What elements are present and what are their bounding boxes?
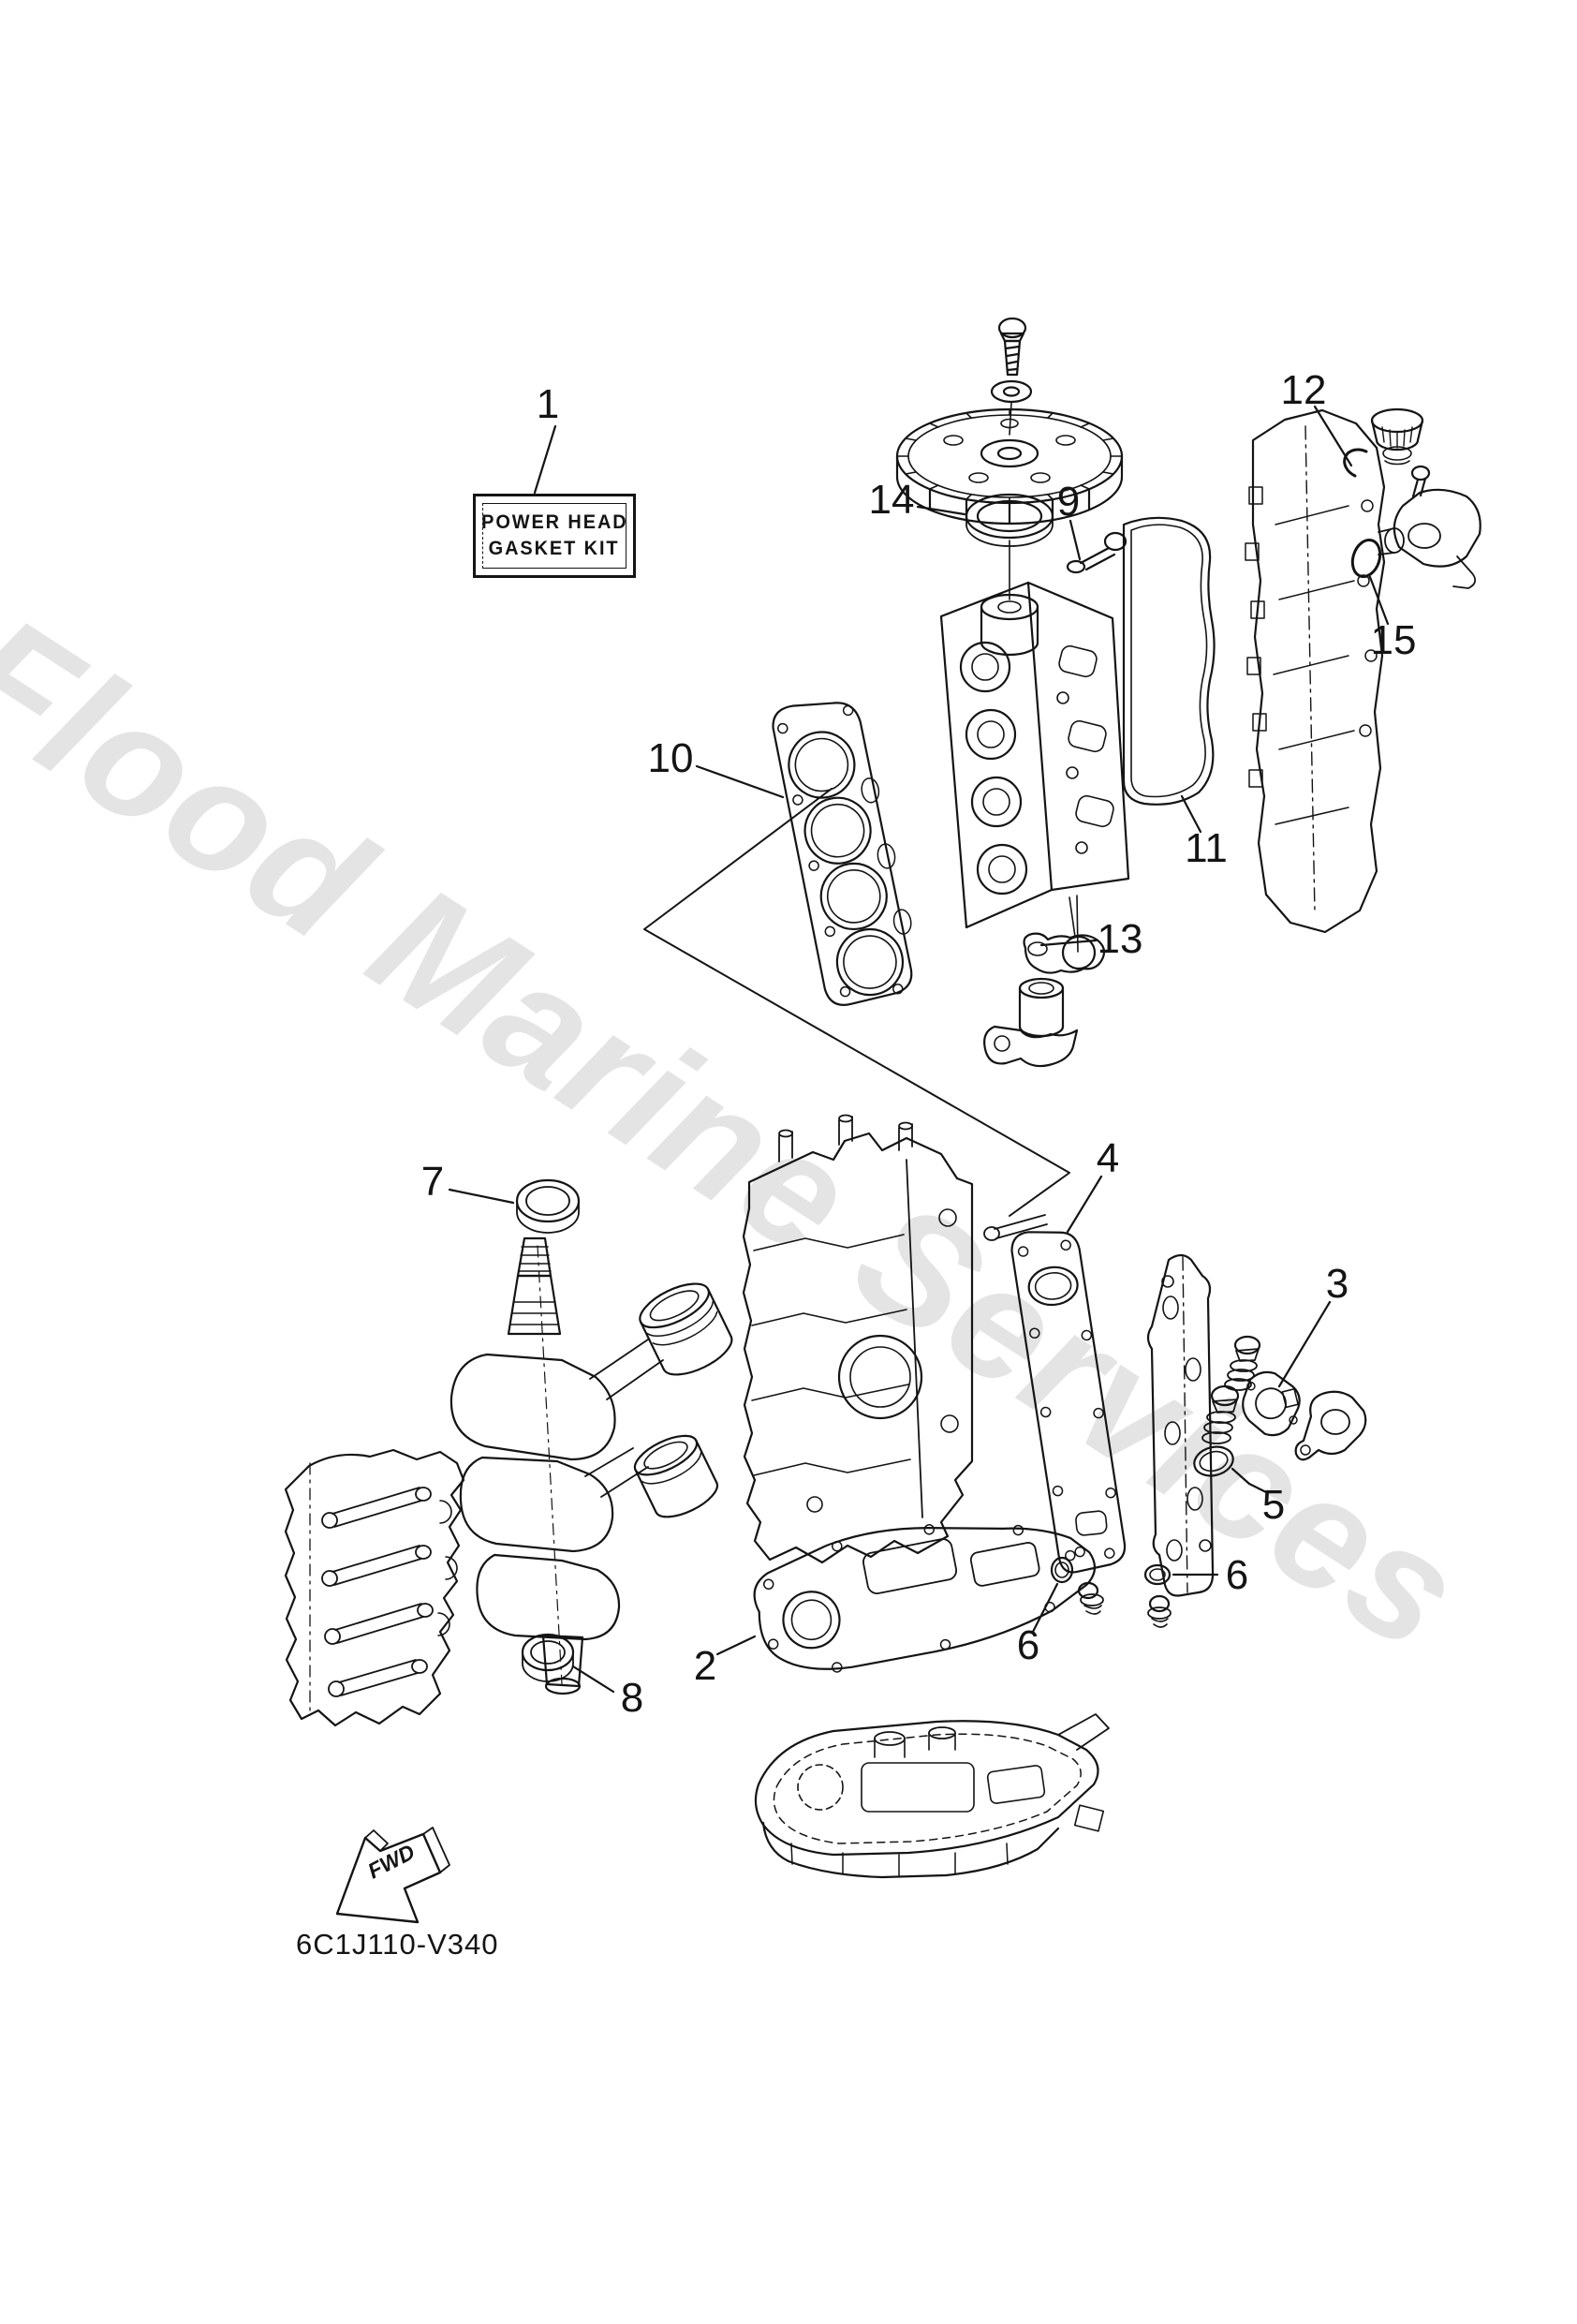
callout-10: 10 xyxy=(647,735,694,781)
piston-upper xyxy=(639,1282,733,1376)
bolt-9 xyxy=(1066,531,1127,574)
valve-cover-gasket-11 xyxy=(1122,516,1216,806)
head-gasket-10 xyxy=(772,702,913,1006)
assembly-axis-chevron xyxy=(643,788,1070,1217)
cylinder-head-cover xyxy=(1245,408,1386,934)
exhaust-cover-gasket-4 xyxy=(1010,1231,1127,1574)
callout-4: 4 xyxy=(1096,1135,1120,1181)
oring-15 xyxy=(1350,538,1382,579)
callout-9: 9 xyxy=(1056,479,1081,525)
crankcase-half xyxy=(284,1448,465,1727)
callout-12: 12 xyxy=(1280,367,1327,413)
callout-5: 5 xyxy=(1261,1482,1286,1528)
anode-gasket-3 xyxy=(1242,1370,1301,1437)
cylinder-head xyxy=(939,581,1130,938)
sprocket-washer xyxy=(990,379,1033,436)
oil-seal-7 xyxy=(515,1178,581,1234)
oil-pan xyxy=(754,1713,1110,1879)
oil-filler-cap-12 xyxy=(1370,407,1424,466)
drawing-code: 6C1J110-V340 xyxy=(296,1928,499,1961)
callout-8: 8 xyxy=(620,1675,644,1721)
callout-1: 1 xyxy=(536,381,560,427)
callout-2: 2 xyxy=(693,1643,717,1689)
callout-11: 11 xyxy=(1185,825,1228,871)
callout-7: 7 xyxy=(420,1159,445,1205)
piston-lower xyxy=(633,1434,718,1518)
kit-label-line1: POWER HEAD xyxy=(480,511,628,533)
cylinder-block xyxy=(742,1114,1048,1564)
oil-pan-gasket-2 xyxy=(753,1524,1096,1673)
cap-snap-ring xyxy=(1343,448,1368,478)
camshaft-sprocket xyxy=(895,407,1124,525)
oring-6-left xyxy=(1050,1556,1074,1584)
callout-13: 13 xyxy=(1097,916,1143,962)
callout-14: 14 xyxy=(868,477,915,523)
oil-seal-8 xyxy=(521,1633,575,1682)
callout-15: 15 xyxy=(1370,617,1417,663)
callout-leader-lines xyxy=(448,405,1390,1694)
drain-plug-upper xyxy=(1224,1335,1261,1391)
oring-5 xyxy=(1193,1445,1234,1477)
oil-pump-gasket-13 xyxy=(1023,895,1106,974)
callout-6-right: 6 xyxy=(1225,1552,1249,1598)
callout-6-left: 6 xyxy=(1016,1622,1040,1668)
fwd-arrow-icon: FWD xyxy=(335,1827,450,1924)
kit-label-box: POWER HEAD GASKET KIT xyxy=(473,494,636,578)
camshaft-bolt xyxy=(997,317,1027,377)
thermostat-housing xyxy=(1378,465,1481,589)
oil-pump-body xyxy=(983,977,1079,1068)
callout-3: 3 xyxy=(1325,1261,1349,1307)
exhaust-inner-plate xyxy=(1146,1253,1215,1597)
bolt-6-right xyxy=(1147,1594,1172,1628)
anode-bracket xyxy=(1294,1390,1367,1461)
oring-14 xyxy=(965,493,1054,600)
drain-plug-lower xyxy=(1201,1384,1240,1444)
kit-label-line2: GASKET KIT xyxy=(489,538,620,559)
oring-6-right xyxy=(1143,1563,1172,1586)
crankshaft xyxy=(450,1236,664,1695)
